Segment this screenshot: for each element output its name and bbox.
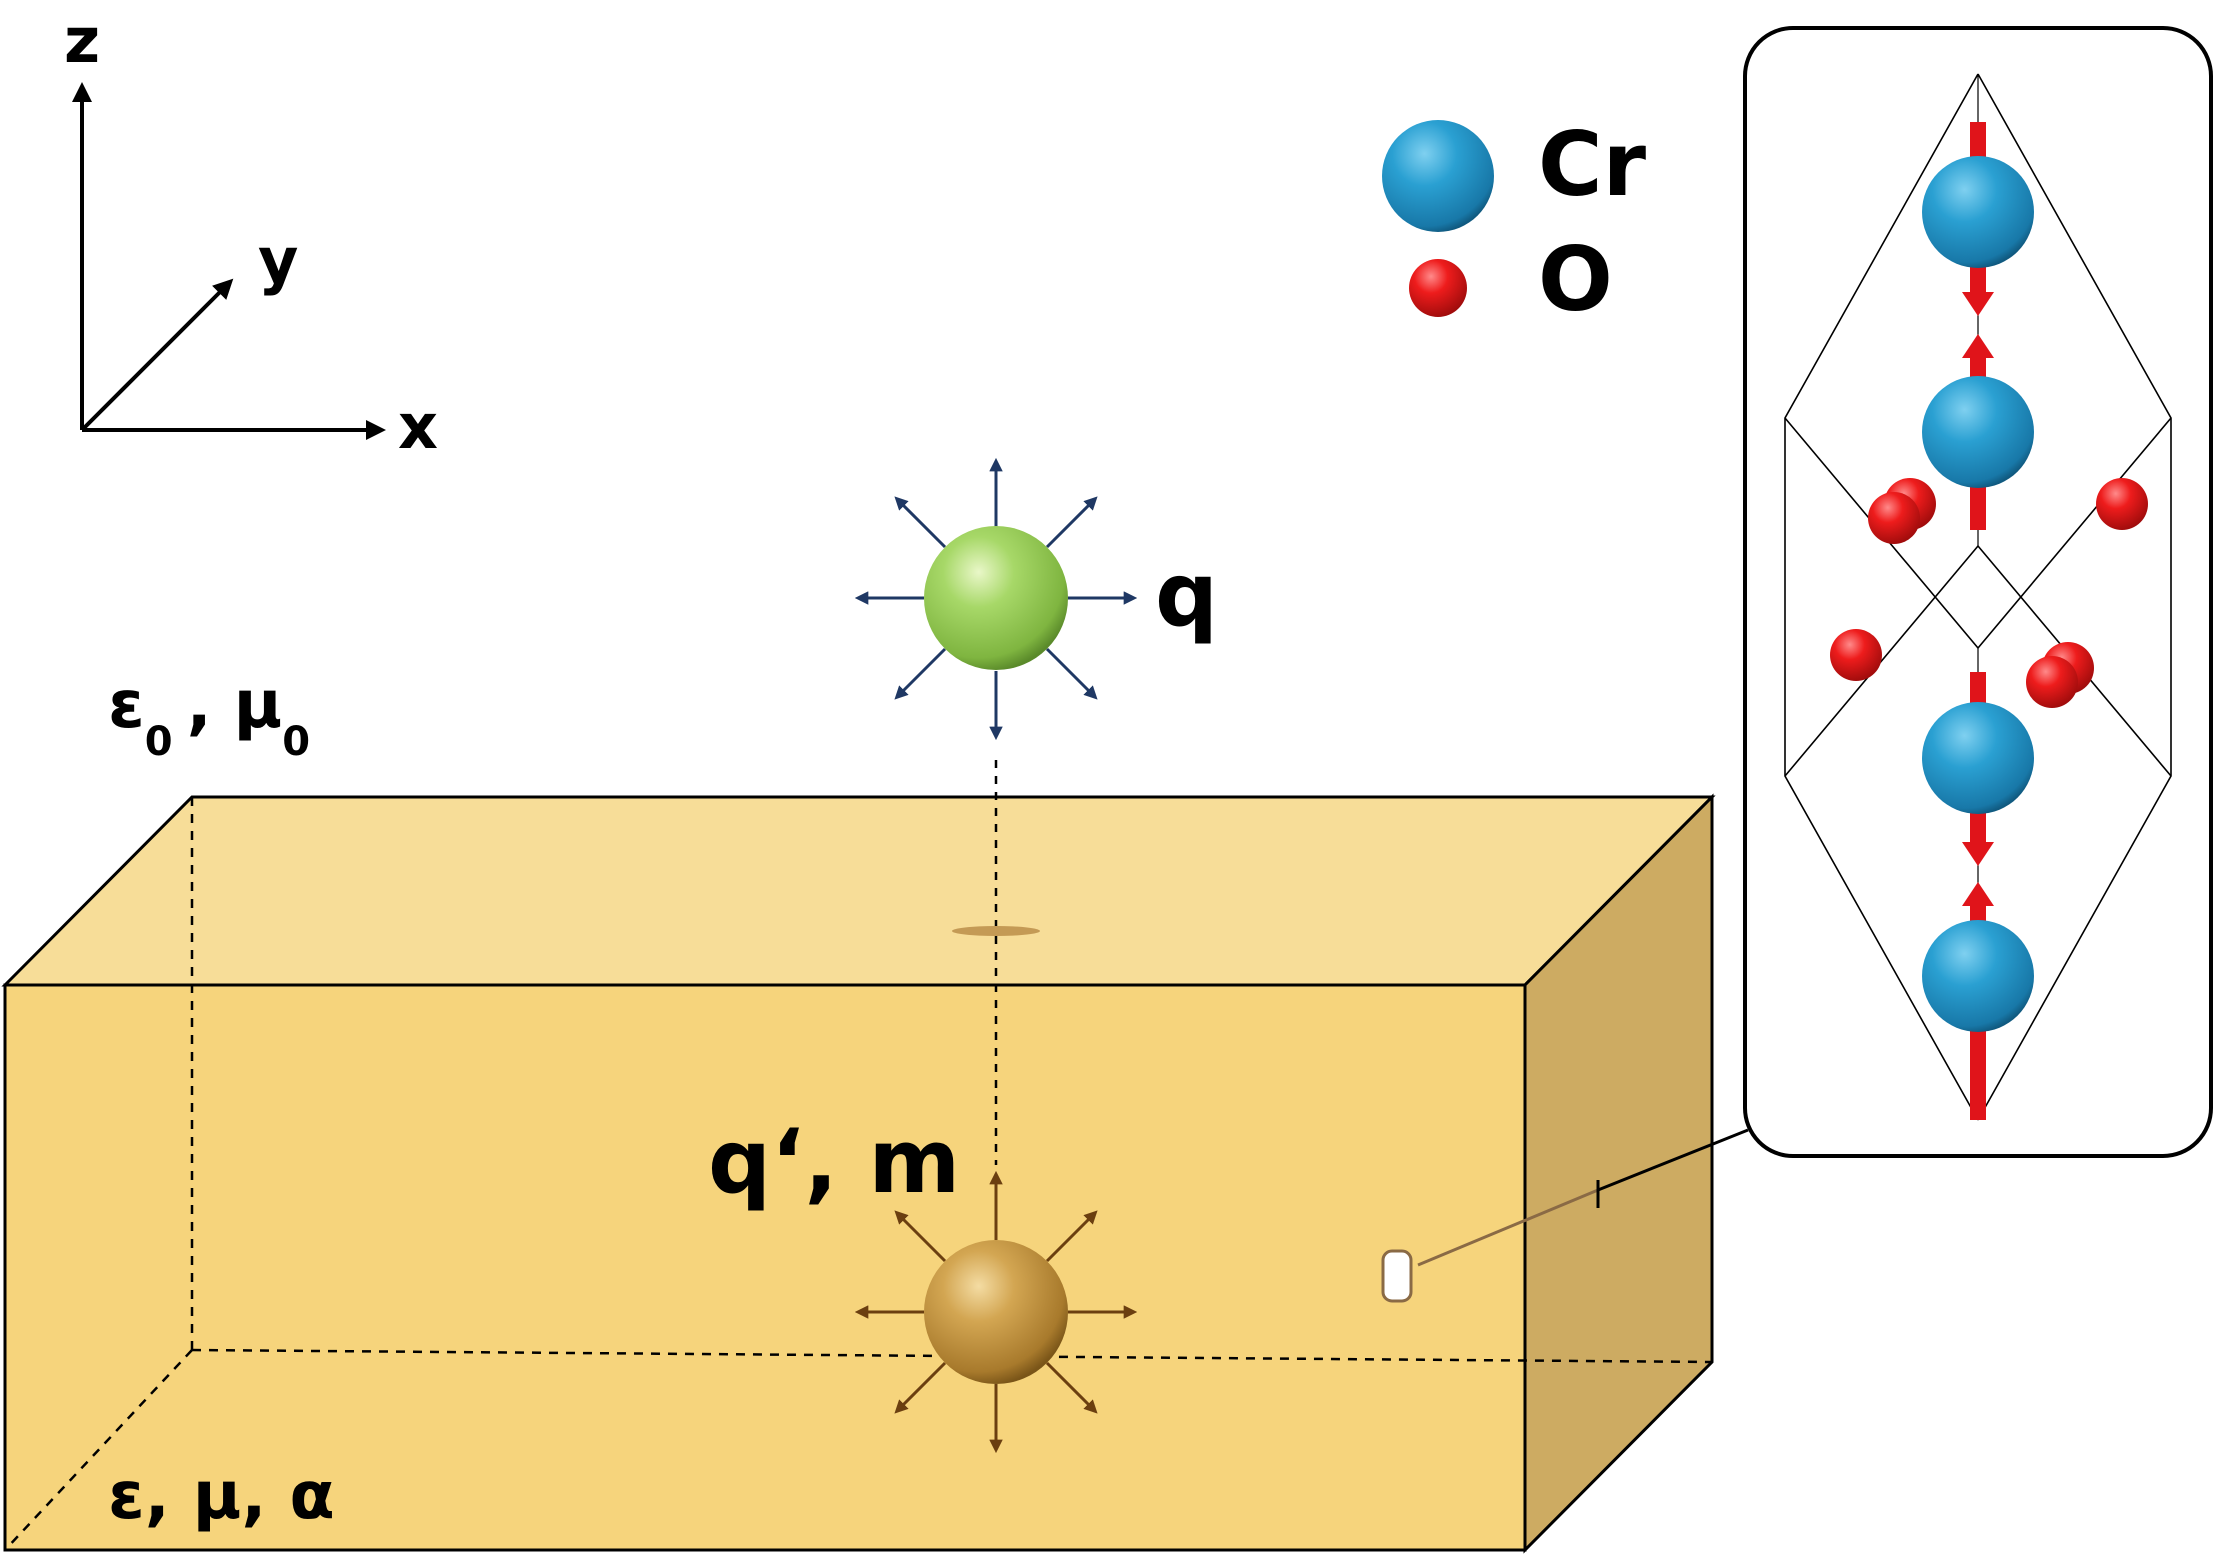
vacuum-sep: , [187, 666, 212, 743]
y-axis [80, 278, 234, 432]
z-axis-label: z [64, 4, 100, 77]
sample-point-marker [1381, 1249, 1413, 1303]
x-axis-label: x [398, 390, 438, 463]
cr-atom-2 [1922, 334, 2034, 530]
legend-cr-label: Cr [1538, 113, 1647, 216]
field-arrow-sw [894, 647, 947, 700]
hidden-edge-depth [4, 1349, 193, 1551]
vacuum-mu-sub: 0 [282, 719, 310, 765]
image-arrow-nw [894, 1210, 947, 1263]
spin-down-arrow [1962, 292, 1994, 316]
cr-atom-3 [1922, 672, 2034, 866]
o-atoms [1830, 478, 2148, 708]
field-arrow-se [1045, 647, 1098, 700]
inset-frame [1743, 26, 2213, 1158]
medium-label: ε, μ, α [108, 1457, 335, 1534]
slab-front-face [3, 983, 1527, 1552]
spin-up-arrow-2 [1962, 882, 1994, 906]
svg-text:ε0,μ0: ε0,μ0 [108, 666, 310, 765]
spin-down-arrow-2 [1962, 842, 1994, 866]
image-charge: q‘, m [708, 1110, 1138, 1454]
field-arrow-nw [894, 496, 947, 549]
legend: Cr O [1382, 113, 1647, 331]
vacuum-mu: μ [234, 666, 283, 743]
cr-atom-4 [1922, 882, 2034, 1120]
pointer-line-inside [1417, 1188, 1599, 1267]
charge-label: q [1155, 543, 1218, 646]
medium-slab [1, 793, 1716, 1554]
y-axis-label: y [258, 224, 298, 297]
legend-cr-swatch [1382, 120, 1494, 232]
slab-top-face [1, 795, 1716, 987]
image-arrow-se [1045, 1361, 1098, 1414]
legend-o-swatch [1409, 259, 1467, 317]
vacuum-eps: ε [108, 666, 145, 743]
image-arrow-sw [894, 1361, 947, 1414]
charge-connection [952, 760, 1040, 1165]
spin-up-arrow [1962, 334, 1994, 358]
charge-q: q [854, 457, 1218, 741]
hidden-edge-back [191, 1348, 1713, 1364]
legend-o-label: O [1538, 228, 1613, 331]
cr-atom-1 [1922, 122, 2034, 316]
field-arrow-ne [1045, 496, 1098, 549]
image-arrow-ne [1045, 1210, 1098, 1263]
surface-crossing-mark [952, 926, 1040, 936]
image-charge-label: q‘, m [708, 1110, 960, 1213]
pointer-line-outside [1597, 1128, 1749, 1192]
vacuum-eps-sub: 0 [145, 719, 173, 765]
image-charge-sphere [924, 1240, 1068, 1384]
crystal-inset [1743, 26, 2213, 1158]
coordinate-axes: z x y [64, 4, 438, 463]
charge-sphere [924, 526, 1068, 670]
inset-pointer [1381, 1128, 1749, 1303]
vacuum-label: ε0,μ0 [108, 666, 310, 765]
